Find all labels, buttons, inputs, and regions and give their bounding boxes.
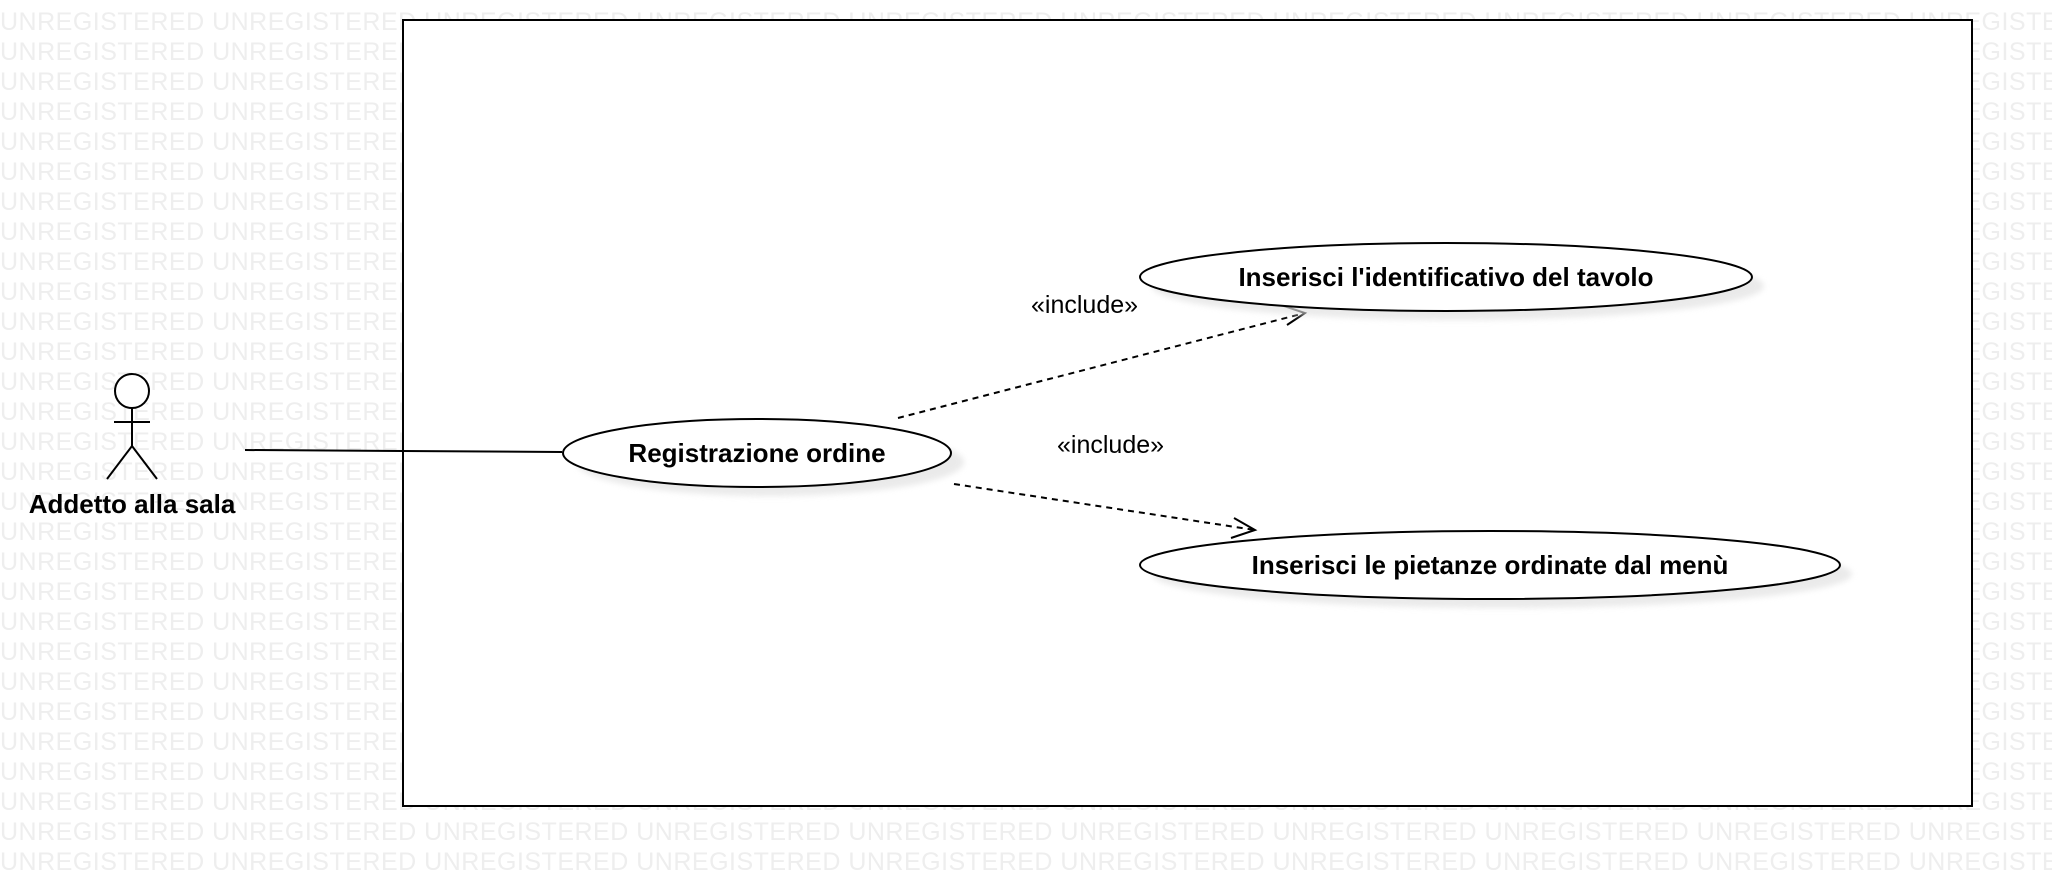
- use-case-label: Inserisci le pietanze ordinate dal menù: [1252, 550, 1729, 580]
- include-label: «include»: [1057, 431, 1164, 459]
- use-case-inserisci-identificativo-tavolo[interactable]: Inserisci l'identificativo del tavolo: [1139, 242, 1764, 320]
- actor-addetto-alla-sala[interactable]: Addetto alla sala: [29, 373, 236, 519]
- use-case-inserisci-pietanze[interactable]: Inserisci le pietanze ordinate dal menù: [1139, 530, 1852, 608]
- include-relation-dishes[interactable]: «include»: [953, 431, 1258, 539]
- actor-stick-figure-icon: [106, 373, 158, 480]
- include-relation-table-id[interactable]: «include»: [897, 291, 1308, 419]
- actor-label: Addetto alla sala: [29, 489, 236, 519]
- association-line[interactable]: [244, 449, 563, 453]
- system-boundary[interactable]: [402, 19, 1973, 807]
- use-case-label: Registrazione ordine: [628, 438, 885, 468]
- use-case-label: Inserisci l'identificativo del tavolo: [1238, 262, 1653, 292]
- include-label: «include»: [1031, 291, 1138, 319]
- use-case-registrazione-ordine[interactable]: Registrazione ordine: [562, 418, 964, 496]
